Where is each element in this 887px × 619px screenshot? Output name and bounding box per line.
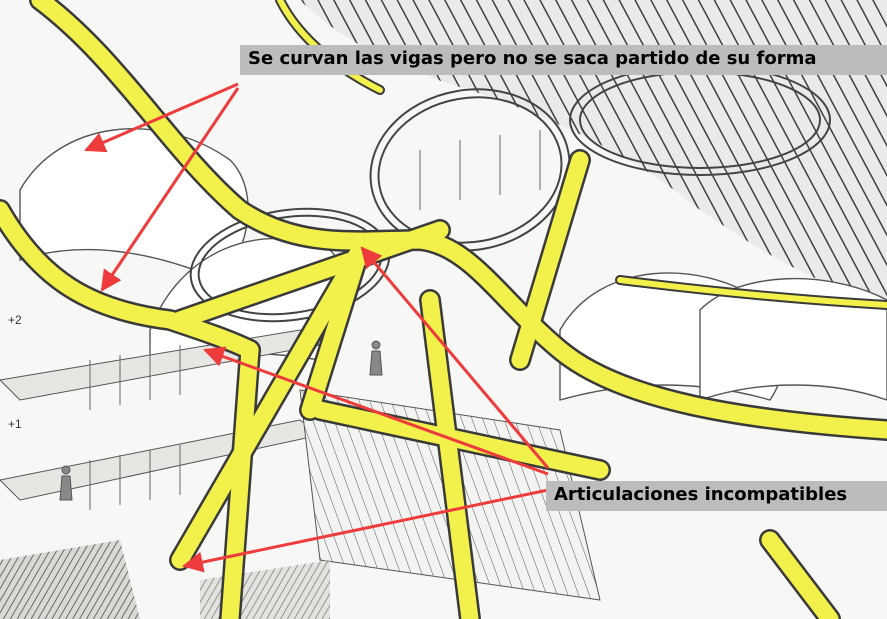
arrow-to-beam bbox=[100, 87, 240, 292]
level-label-plus-1: +1 bbox=[8, 417, 22, 431]
arrow-to-column-base bbox=[181, 488, 549, 573]
arrow-to-vault bbox=[84, 82, 239, 153]
level-label-plus-2: +2 bbox=[8, 313, 22, 327]
callout-incompatible-joints: Articulaciones incompatibles bbox=[546, 481, 887, 511]
callout-curved-beams: Se curvan las vigas pero no se saca part… bbox=[240, 45, 887, 75]
railings bbox=[89, 130, 541, 510]
arrow-to-upper-joint bbox=[360, 246, 550, 469]
arrow-to-beam-joint bbox=[203, 346, 549, 476]
human-figures bbox=[59, 340, 383, 501]
annotation-arrows bbox=[84, 82, 550, 573]
